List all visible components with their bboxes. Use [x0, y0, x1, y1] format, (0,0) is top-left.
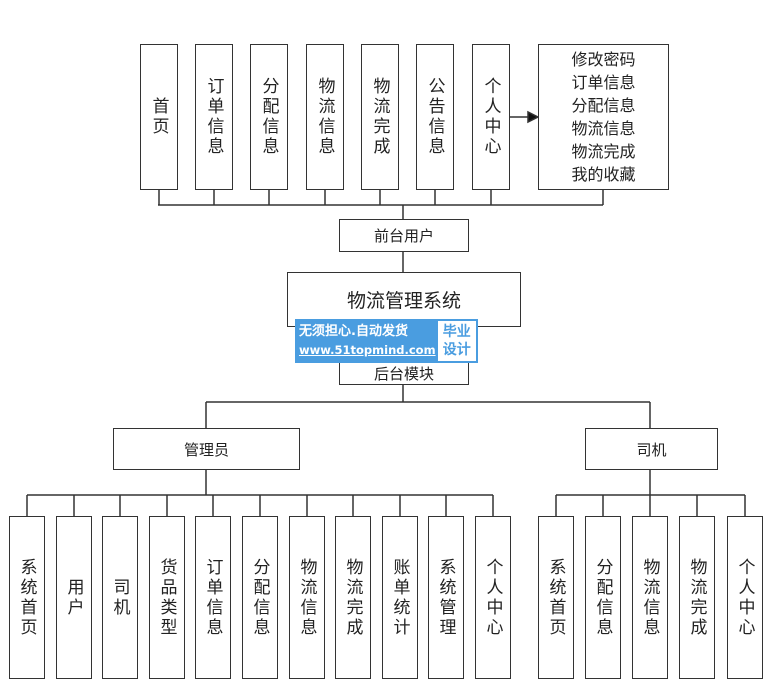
- submenu-item: 物流信息: [571, 119, 636, 138]
- frontend-module-node: 分配信息: [250, 44, 288, 190]
- frontend-module-node: 物流信息: [306, 44, 344, 190]
- admin-node: 管理员: [113, 428, 300, 470]
- admin-module-node: 用户: [56, 516, 92, 679]
- watermark-text: 无须担心.自动发货: [299, 324, 408, 339]
- submenu-item: 修改密码: [571, 50, 636, 69]
- admin-module-node: 系统管理: [428, 516, 464, 679]
- submenu-item: 订单信息: [571, 73, 636, 92]
- badge-text: 毕业: [442, 324, 471, 340]
- driver-node: 司机: [585, 428, 718, 470]
- admin-module-node: 物流完成: [335, 516, 371, 679]
- personal-center-submenu: 修改密码订单信息分配信息物流信息物流完成我的收藏: [538, 44, 669, 190]
- admin-module-node: 系统首页: [9, 516, 45, 679]
- driver-module-node: 物流信息: [632, 516, 668, 679]
- watermark-link[interactable]: www.51topmind.com: [299, 343, 436, 357]
- frontend-module-node: 公告信息: [416, 44, 454, 190]
- admin-module-node: 账单统计: [382, 516, 418, 679]
- driver-module-node: 个人中心: [727, 516, 763, 679]
- watermark[interactable]: 无须担心.自动发货 www.51topmind.com 毕业设计: [295, 319, 478, 363]
- driver-module-node: 分配信息: [585, 516, 621, 679]
- frontend-module-node: 订单信息: [195, 44, 233, 190]
- admin-module-node: 个人中心: [475, 516, 511, 679]
- frontend-module-node: 物流完成: [361, 44, 399, 190]
- admin-module-node: 分配信息: [242, 516, 278, 679]
- frontend-module-node: 个人中心: [472, 44, 510, 190]
- watermark-badge: 毕业设计: [437, 321, 476, 361]
- badge-text: 设计: [442, 342, 471, 358]
- frontend-user-node: 前台用户: [339, 219, 469, 252]
- driver-module-node: 系统首页: [538, 516, 574, 679]
- submenu-item: 分配信息: [571, 96, 636, 115]
- submenu-item: 物流完成: [571, 142, 636, 161]
- admin-module-node: 司机: [102, 516, 138, 679]
- frontend-module-node: 首页: [140, 44, 178, 190]
- admin-module-node: 物流信息: [289, 516, 325, 679]
- submenu-item: 我的收藏: [571, 165, 636, 184]
- admin-module-node: 货品类型: [149, 516, 185, 679]
- driver-module-node: 物流完成: [679, 516, 715, 679]
- arrow-head-icon: [527, 110, 540, 124]
- admin-module-node: 订单信息: [195, 516, 231, 679]
- system-root-node: 物流管理系统: [287, 272, 521, 327]
